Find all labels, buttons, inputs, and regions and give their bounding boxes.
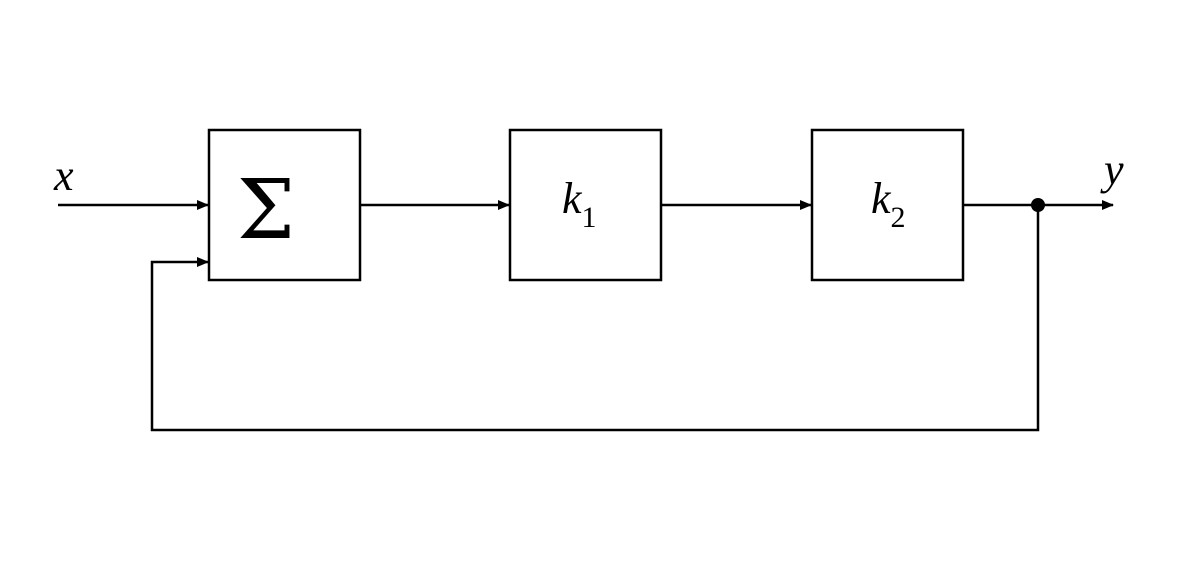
gain-k1-label: k1 — [562, 174, 597, 234]
gain-block-k2 — [810, 128, 965, 282]
input-label: x — [53, 151, 74, 200]
gain-k2-symbol: k — [871, 174, 892, 223]
output-label: y — [1100, 145, 1124, 194]
gain-k2-subscript: 2 — [891, 201, 906, 234]
summing-symbol: Σ — [237, 163, 295, 258]
gain-k1-symbol: k — [562, 174, 583, 223]
feedback-path — [150, 205, 1040, 432]
gain-k1-subscript: 1 — [582, 201, 597, 234]
gain-k2-label: k2 — [871, 174, 906, 234]
gain-block-k1 — [508, 128, 663, 282]
